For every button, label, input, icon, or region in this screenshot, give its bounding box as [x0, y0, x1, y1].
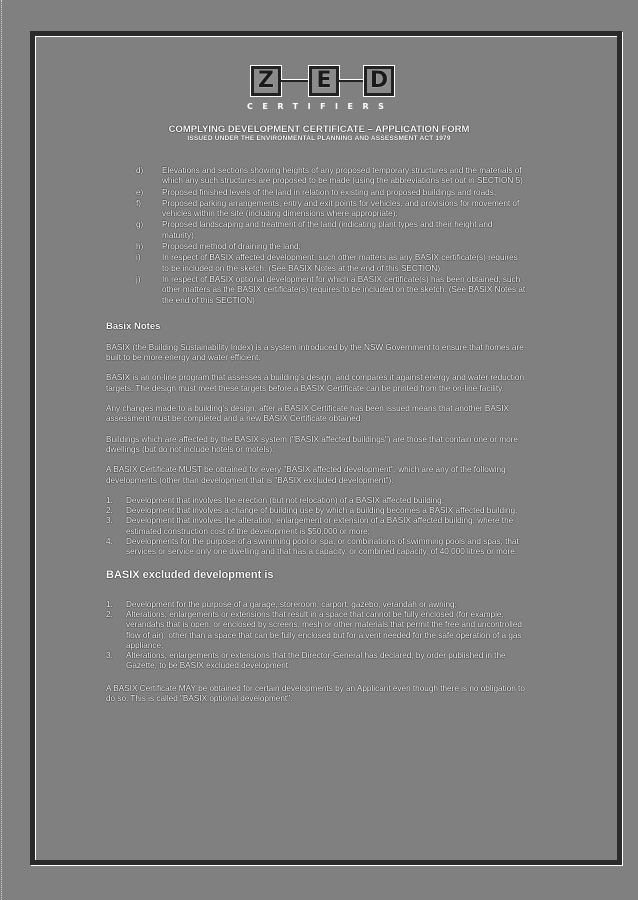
list-marker: g): [136, 220, 144, 230]
list-item: 1. Development that involves the erection…: [106, 496, 526, 506]
list-item-text: Elevations and sections showing heights …: [162, 166, 526, 186]
list-marker: 3.: [106, 516, 113, 526]
list-item: 1. Development for the purpose of a garag…: [106, 600, 526, 610]
list-marker: 1.: [106, 599, 113, 609]
list-item-text: Development for the purpose of a garage,…: [126, 599, 457, 609]
list-item: 3. Alterations, enlargements or extension…: [106, 651, 526, 672]
list-item-text: Proposed finished levels of the land in …: [162, 187, 497, 197]
list-item: h) Proposed method of draining the land;: [136, 242, 526, 252]
basix-notes-heading: Basix Notes: [106, 320, 161, 332]
page-border: [30, 31, 622, 865]
list-item-text: Proposed method of draining the land;: [162, 242, 301, 252]
list-item: 2. Development that involves a change of …: [106, 506, 526, 516]
paragraph: BASIX (the Building Sustainability Index…: [106, 342, 524, 363]
list-marker: 3.: [106, 651, 113, 661]
list-marker: d): [136, 166, 144, 175]
basix-excluded-section: BASIX excluded development is 1. Developm…: [106, 568, 526, 705]
closing-paragraph: A BASIX Certificate MAY be obtained for …: [106, 683, 525, 703]
list-marker: f): [136, 198, 142, 208]
logo-connector: [281, 79, 309, 82]
list-item: g) Proposed landscaping and treatment of …: [136, 220, 526, 241]
list-item-text: In respect of BASIX affected development…: [162, 253, 518, 273]
logo-letter-z: Z: [250, 65, 282, 97]
logo-tagline: CERTIFIERS: [247, 102, 394, 111]
list-item: d) Elevations and sections showing height…: [136, 166, 526, 187]
list-item-text: Alterations, enlargements or extensions …: [126, 651, 506, 671]
document-body: d) Elevations and sections showing height…: [106, 166, 526, 714]
list-item: j) In respect of BASIX optional developme…: [136, 275, 526, 306]
basix-excluded-list: 1. Development for the purpose of a garag…: [106, 600, 526, 672]
list-marker: e): [136, 187, 144, 197]
list-marker: 1.: [106, 495, 113, 505]
list-item: e) Proposed finished levels of the land i…: [136, 188, 526, 198]
form-title: COMPLYING DEVELOPMENT CERTIFICATE – APPL…: [168, 124, 470, 135]
list-item: i) In respect of BASIX affected developme…: [136, 253, 526, 274]
paragraph: Any changes made to a building's design,…: [106, 404, 509, 424]
list-item: 3. Development that involves the alterati…: [106, 516, 526, 537]
list-marker: 4.: [106, 537, 113, 547]
list-marker: 2.: [106, 506, 113, 516]
paragraph: Buildings which are affected by the BASI…: [106, 434, 518, 454]
list-item: 4. Developments for the purpose of a swim…: [106, 537, 526, 558]
list-item-text: Developments for the purpose of a swimmi…: [126, 537, 519, 557]
logo-letter-e: E: [308, 65, 340, 97]
list-item: 2. Alterations, enlargements or extension…: [106, 610, 526, 651]
list-marker: 2.: [106, 609, 113, 619]
basix-affected-list: 1. Development that involves the erection…: [106, 496, 526, 558]
list-item-text: Alterations, enlargements or extensions …: [126, 609, 522, 650]
list-item-text: Proposed landscaping and treatment of th…: [162, 220, 493, 240]
form-subtitle: ISSUED UNDER THE ENVIRONMENTAL PLANNING …: [187, 135, 451, 142]
paragraph: A BASIX Certificate MUST be obtained for…: [106, 465, 506, 485]
sketch-requirements-list: d) Elevations and sections showing height…: [136, 166, 526, 306]
list-item-text: Development that involves the alteration…: [126, 516, 514, 536]
list-marker: i): [136, 253, 141, 263]
list-item: f) Proposed parking arrangements, entry a…: [136, 199, 526, 220]
list-item-text: In respect of BASIX optional development…: [162, 274, 526, 305]
list-item-text: Development that involves a change of bu…: [126, 506, 518, 516]
page-edge: [1, 0, 5, 900]
paragraph: BASIX is an on-line program that assesse…: [106, 373, 524, 393]
logo-letter-d: D: [363, 65, 395, 97]
list-item-text: Development that involves the erection (…: [126, 495, 444, 505]
zed-certifiers-logo: Z E D CERTIFIERS: [247, 65, 395, 114]
list-item-text: Proposed parking arrangements, entry and…: [162, 198, 520, 219]
list-marker: j): [136, 274, 141, 284]
basix-excluded-heading: BASIX excluded development is: [106, 568, 274, 581]
list-marker: h): [136, 242, 144, 252]
logo-connector: [339, 79, 364, 82]
